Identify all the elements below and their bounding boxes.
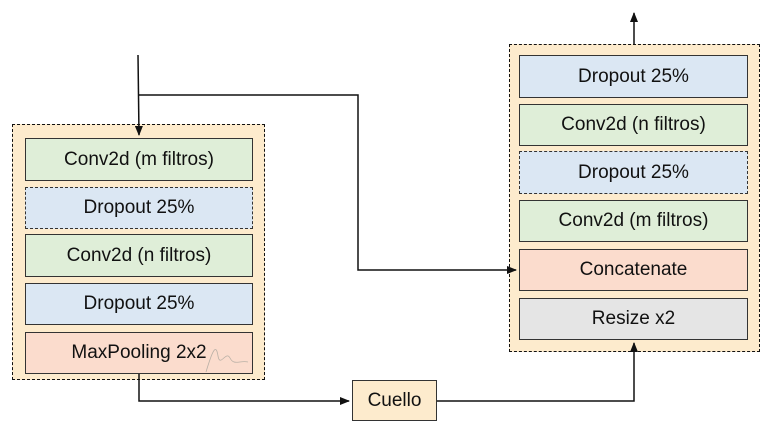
block-label: Dropout 25% (83, 197, 195, 218)
encoder-dropout-2-block: Dropout 25% (25, 283, 253, 325)
block-label: Conv2d (m filtros) (558, 210, 709, 231)
encoder-maxpooling-block: MaxPooling 2x2 (25, 332, 253, 374)
scribble-mark (205, 349, 249, 373)
block-label: Dropout 25% (578, 65, 689, 87)
encoder-conv2d-n-block: Conv2d (n filtros) (25, 234, 253, 277)
bottleneck-to-decoder-arrow (437, 342, 638, 402)
decoder-dropout-2-block: Dropout 25% (519, 151, 748, 194)
decoder-resize-block: Resize x2 (519, 298, 748, 340)
encoder-dropout-1-block: Dropout 25% (25, 187, 253, 229)
block-label: Cuello (367, 389, 422, 411)
encoder-to-bottleneck-arrow (138, 374, 350, 405)
decoder-conv2d-m-block: Conv2d (m filtros) (519, 200, 748, 242)
input-arrow (134, 54, 143, 136)
block-label: Dropout 25% (83, 293, 195, 314)
block-label: Dropout 25% (578, 161, 689, 183)
bottleneck-block: Cuello (352, 380, 437, 421)
block-label: MaxPooling 2x2 (71, 342, 207, 363)
block-label: Concatenate (579, 259, 688, 280)
block-label: Conv2d (m filtros) (64, 148, 214, 170)
block-label: Resize x2 (591, 308, 676, 329)
encoder-conv2d-m-block: Conv2d (m filtros) (25, 138, 253, 181)
decoder-dropout-1-block: Dropout 25% (519, 55, 748, 98)
decoder-conv2d-n-block: Conv2d (n filtros) (519, 104, 748, 146)
block-label: Conv2d (n filtros) (66, 244, 212, 266)
block-label: Conv2d (n filtros) (561, 114, 706, 135)
decoder-concatenate-block: Concatenate (519, 249, 748, 291)
skip-connection-arrow (139, 94, 517, 274)
